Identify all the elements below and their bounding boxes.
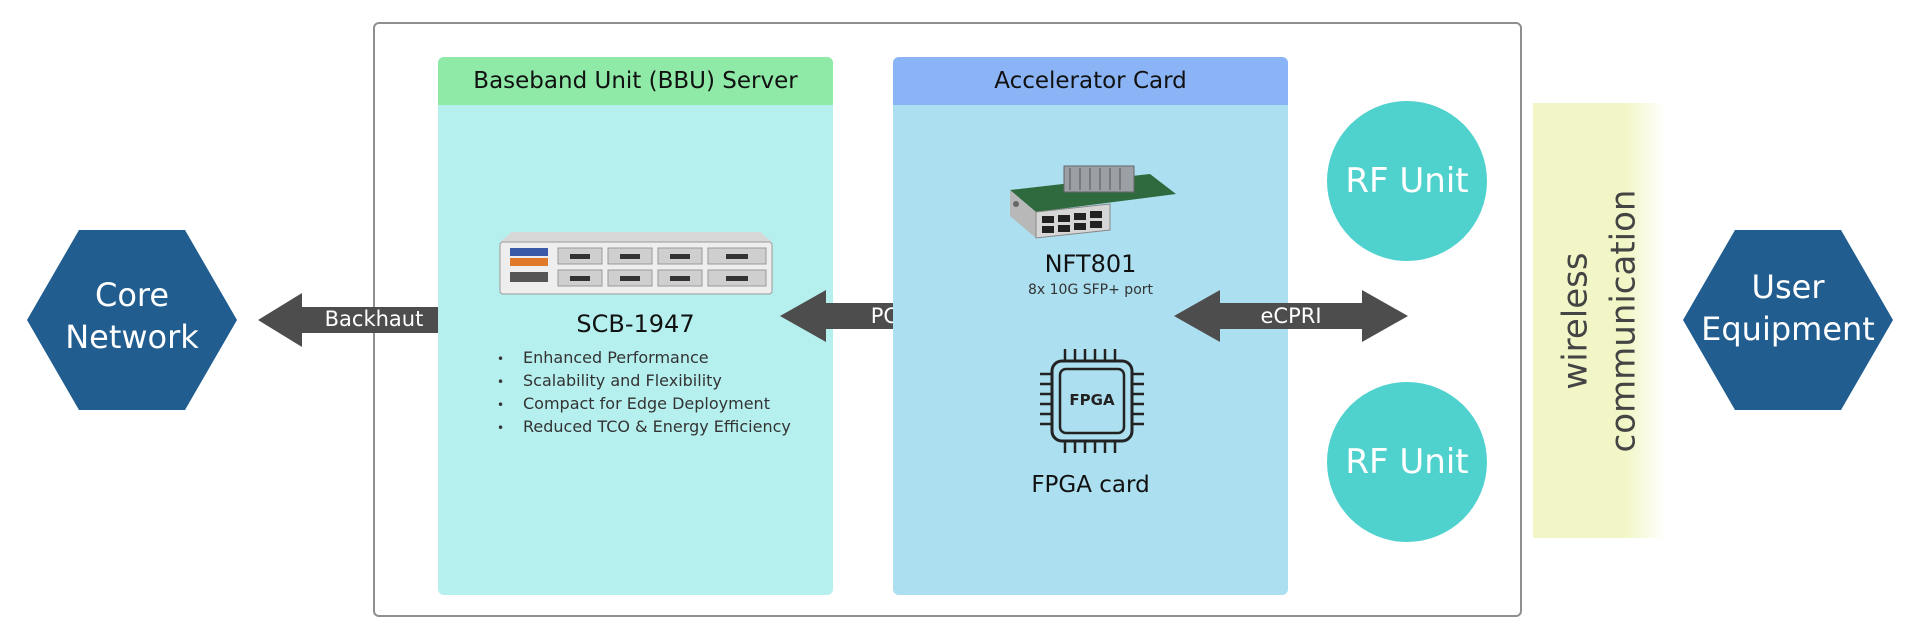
bbu-feature-item: Scalability and Flexibility: [497, 370, 827, 393]
core-network-line1: Core: [94, 276, 170, 314]
fpga-chip-label: FPGA: [1069, 391, 1115, 409]
rf-unit-top: RF Unit: [1327, 101, 1487, 261]
ecpri-label: eCPRI: [1260, 304, 1322, 328]
wireless-band: [1533, 103, 1665, 538]
wireless-line1: wireless: [1555, 251, 1595, 390]
user-equipment-hexagon: [1683, 230, 1893, 410]
nft801-model: NFT801: [1044, 250, 1137, 278]
nft801-description: 8x 10G SFP+ port: [1027, 282, 1153, 298]
accelerator-header: Accelerator Card: [893, 57, 1288, 105]
core-network-hexagon: [27, 230, 237, 410]
bbu-panel: Baseband Unit (BBU) Server: [438, 57, 833, 595]
bbu-feature-item: Enhanced Performance: [497, 347, 827, 370]
bbu-feature-list: Enhanced Performance Scalability and Fle…: [497, 347, 827, 439]
fpga-chip-icon: [1040, 349, 1144, 453]
user-equipment-line2: Equipment: [1701, 310, 1875, 348]
wireless-line2: communication: [1603, 189, 1643, 452]
user-equipment-line1: User: [1751, 268, 1825, 306]
core-network-line2: Network: [65, 318, 199, 356]
bbu-feature-item: Reduced TCO & Energy Efficiency: [497, 416, 827, 439]
ecpri-arrow: [1174, 290, 1408, 342]
wireless-label: wireless communication: [1533, 103, 1665, 538]
bbu-feature-item: Compact for Edge Deployment: [497, 393, 827, 416]
rf-unit-bottom: RF Unit: [1327, 382, 1487, 542]
backhaul-arrow: [258, 293, 490, 347]
bbu-server-image: [499, 232, 773, 295]
bbu-model: SCB-1947: [576, 310, 695, 338]
bbu-header: Baseband Unit (BBU) Server: [438, 57, 833, 105]
user-equipment-label: User Equipment: [1682, 266, 1894, 350]
backhaul-label: Backhaut: [324, 307, 424, 331]
fpga-card-caption: FPGA card: [1031, 472, 1150, 498]
nft801-card-image: [1010, 165, 1176, 239]
core-network-label: Core Network: [26, 274, 238, 358]
